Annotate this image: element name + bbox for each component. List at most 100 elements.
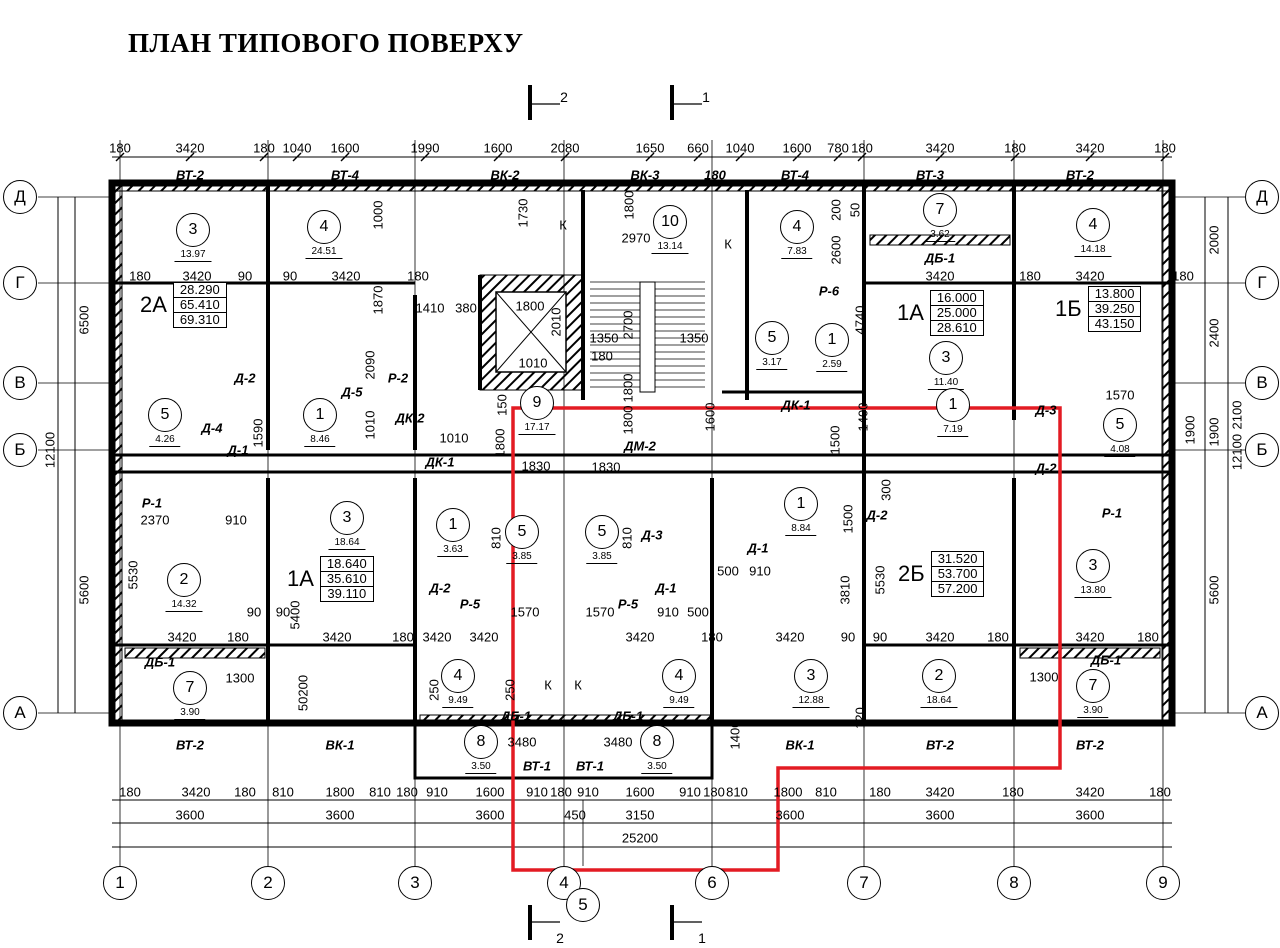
element-mark: Д-1	[227, 442, 249, 458]
right-dimension: 5600	[1206, 575, 1222, 605]
room-number: 8	[640, 725, 674, 759]
right-dimension: 2100	[1229, 400, 1245, 430]
bottom-dimension: 1600	[475, 784, 505, 800]
elevator-cross	[495, 291, 567, 373]
element-mark: Р-1	[1101, 505, 1123, 521]
axis-marker-column: 8	[997, 866, 1031, 900]
room-number: 4	[441, 659, 475, 693]
axis-marker-column: 2	[251, 866, 285, 900]
interior-dimension: 2010	[548, 307, 564, 337]
axis-marker-row-right: Б	[1245, 433, 1279, 467]
left-dimension: 5600	[76, 575, 92, 605]
interior-dimension: 3810	[837, 575, 853, 605]
room-area: 17.17	[518, 422, 556, 435]
window-mark-top: ВТ-4	[780, 167, 810, 183]
room-area: 7.83	[781, 246, 813, 259]
interior-dimension: 120	[852, 707, 868, 729]
loggia-slab	[419, 714, 711, 724]
bottom-dimension: 3600	[925, 807, 955, 823]
interior-dimension: 1800	[515, 298, 545, 314]
bottom-dimension: 180	[396, 784, 418, 800]
interior-dimension: 1800	[492, 428, 508, 458]
apartment-type: 1А	[897, 300, 924, 325]
top-dimension: 1040	[282, 140, 312, 156]
axis-marker-row-left: А	[3, 696, 37, 730]
interior-dimension: 1870	[370, 285, 386, 315]
interior-dimension: 3480	[507, 734, 537, 750]
top-dimension: 780	[827, 140, 849, 156]
room-number: 3	[330, 501, 364, 535]
interior-dimension: 300	[878, 479, 894, 501]
apartment-type: 2Б	[898, 561, 925, 586]
element-mark: ДБ-1	[500, 708, 532, 724]
interior-dimension: 150	[494, 394, 510, 416]
axis-marker-column: 3	[398, 866, 432, 900]
bottom-dimension: 3420	[1075, 784, 1105, 800]
interior-dimension: 1570	[510, 604, 540, 620]
interior-dimension: 1800	[621, 190, 637, 220]
interior-dimension: 90	[872, 629, 888, 645]
bottom-dimension: 1800	[325, 784, 355, 800]
axis-marker-column: 1	[103, 866, 137, 900]
window-mark-bottom: ВК-1	[325, 737, 355, 753]
room-area: 3.90	[174, 707, 206, 720]
bottom-dimension: 810	[726, 784, 748, 800]
axis-marker-row-left: Б	[3, 433, 37, 467]
axis-marker-row-right: А	[1245, 696, 1279, 730]
interior-dimension: 5400	[287, 600, 303, 630]
room-number: 3	[176, 213, 210, 247]
interior-dimension: 2700	[620, 310, 636, 340]
top-dimension: 180	[253, 140, 275, 156]
top-dimension: 1600	[330, 140, 360, 156]
window-mark-top: ВТ-2	[175, 167, 205, 183]
room-area: 9.49	[442, 695, 474, 708]
room-number: 9	[520, 386, 554, 420]
window-mark-bottom: ВТ-2	[1075, 737, 1105, 753]
interior-dimension: 1000	[370, 200, 386, 230]
axis-marker-column: 7	[847, 866, 881, 900]
axis-marker-row-left: Д	[3, 180, 37, 214]
interior-dimension: 250	[426, 679, 442, 701]
apartment-area-value: 18.640	[319, 556, 374, 572]
left-dimension: 6500	[76, 305, 92, 335]
room-area: 13.80	[1074, 585, 1112, 598]
element-mark: ДБ-1	[1090, 652, 1122, 668]
interior-dimension: 1010	[518, 355, 548, 371]
balcony-slab	[124, 647, 266, 659]
element-mark: Р-1	[141, 495, 163, 511]
room-area: 13.97	[174, 249, 212, 262]
top-dimension: 3420	[1075, 140, 1105, 156]
bottom-dimension: 450	[564, 807, 586, 823]
overall-dimension: 25200	[621, 830, 659, 846]
room-number: 1	[784, 487, 818, 521]
dimension-tick	[1010, 152, 1020, 162]
apartment-area-value: 69.310	[172, 312, 227, 328]
bottom-dimension: 180	[1149, 784, 1171, 800]
room-number: 7	[173, 671, 207, 705]
interior-dimension: 90	[275, 604, 291, 620]
element-mark: ДК-1	[425, 454, 455, 470]
interior-dimension: 1570	[585, 604, 615, 620]
element-mark: Д-1	[747, 540, 769, 556]
interior-dimension: 1010	[439, 430, 469, 446]
interior-dimension: 250	[502, 679, 518, 701]
dimension-tick	[185, 152, 195, 162]
section-cut-label: 1	[698, 930, 706, 946]
apartment-area-value: 28.610	[929, 320, 984, 336]
window-mark-bottom: ВК-1	[785, 737, 815, 753]
room-number: 2	[167, 563, 201, 597]
apartment-area-value: 65.410	[172, 297, 227, 313]
apartment-area-value: 53.700	[930, 566, 985, 582]
bottom-dimension: 3600	[475, 807, 505, 823]
interior-dimension: 1830	[591, 459, 621, 475]
interior-dimension: 3420	[322, 629, 352, 645]
dimension-tick	[292, 152, 302, 162]
bottom-dimension: 3600	[325, 807, 355, 823]
dimension-tick	[1160, 152, 1170, 162]
room-area: 4.26	[149, 434, 181, 447]
room-area: 4.08	[1104, 444, 1136, 457]
bottom-dimension: 3600	[775, 807, 805, 823]
top-dimension: 180	[851, 140, 873, 156]
